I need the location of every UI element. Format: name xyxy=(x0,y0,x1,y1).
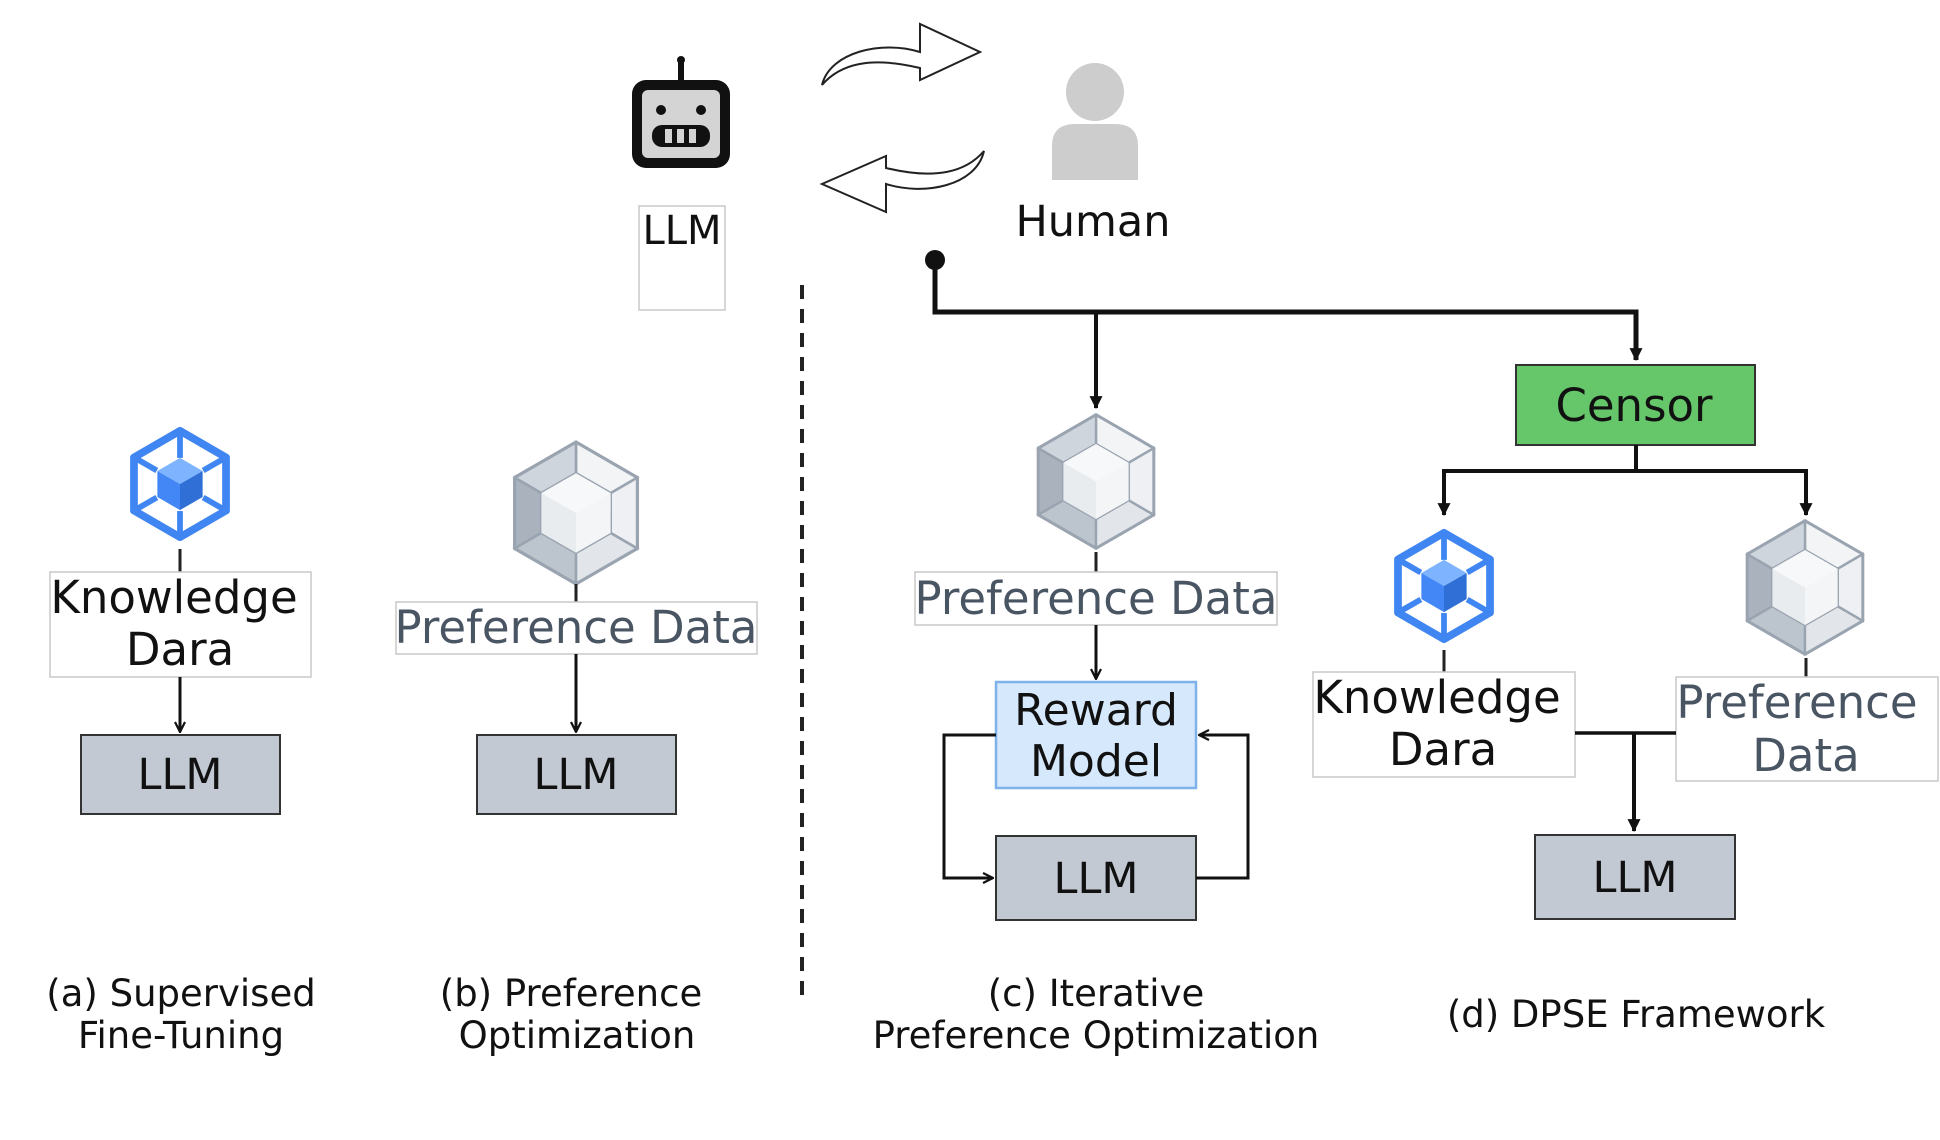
knowledge-data-icon xyxy=(134,431,226,537)
human-label: Human xyxy=(1015,197,1170,247)
preference-data-icon xyxy=(515,442,637,583)
reward-model-box xyxy=(994,680,1198,790)
knowledge-d-line1: Knowledge xyxy=(1313,671,1560,724)
arrow-left-icon xyxy=(819,150,985,214)
caption-b-line2: Optimization xyxy=(459,1014,696,1057)
caption-d: (d) DPSE Framework xyxy=(1447,993,1826,1036)
llm-label-b: LLM xyxy=(533,750,618,800)
human-icon xyxy=(1052,63,1138,180)
arrow-to-knowledge-d xyxy=(1437,445,1638,517)
knowledge-label-line2: Dara xyxy=(126,623,234,676)
knowledge-label-line1: Knowledge xyxy=(50,571,297,624)
arrow-right-icon xyxy=(821,22,983,86)
llm-box-a xyxy=(80,734,281,815)
llm-box-b xyxy=(476,734,677,815)
reward-label-line2: Model xyxy=(1030,736,1162,787)
preference-d-line1: Preference xyxy=(1676,676,1917,729)
preference-label-b: Preference Data xyxy=(395,601,758,654)
llm-header-label: LLM xyxy=(642,208,721,254)
arrow-to-preference-d xyxy=(1636,469,1813,517)
preference-d-line2: Data xyxy=(1752,729,1859,782)
censor-label: Censor xyxy=(1555,379,1713,432)
preference-label-c: Preference Data xyxy=(915,572,1278,625)
caption-c-line1: (c) Iterative xyxy=(988,972,1205,1015)
reward-label-line1: Reward xyxy=(1014,685,1178,736)
caption-a-line2: Fine-Tuning xyxy=(78,1014,284,1057)
llm-header-box xyxy=(638,205,726,311)
caption-b-line1: (b) Preference xyxy=(440,972,702,1015)
knowledge-data-box-d xyxy=(1312,671,1576,778)
preference-data-icon xyxy=(1747,521,1862,654)
knowledge-d-line2: Dara xyxy=(1389,723,1497,776)
censor-box xyxy=(1515,364,1756,446)
robot-icon xyxy=(632,56,730,168)
llm-label-d: LLM xyxy=(1592,853,1677,903)
llm-box-d xyxy=(1534,834,1736,920)
preference-data-icon xyxy=(1036,413,1156,550)
caption-a-line1: (a) Supervised xyxy=(46,972,315,1015)
caption-c-line2: Preference Optimization xyxy=(873,1014,1320,1057)
loop-arrow-llm-to-reward xyxy=(1196,735,1250,880)
knowledge-data-icon xyxy=(1398,533,1490,639)
feedback-connector xyxy=(932,260,1643,362)
llm-label-a: LLM xyxy=(137,750,222,800)
preference-data-box-d xyxy=(1675,676,1939,782)
llm-label-c: LLM xyxy=(1053,854,1138,904)
loop-arrow-reward-to-llm xyxy=(942,733,996,878)
